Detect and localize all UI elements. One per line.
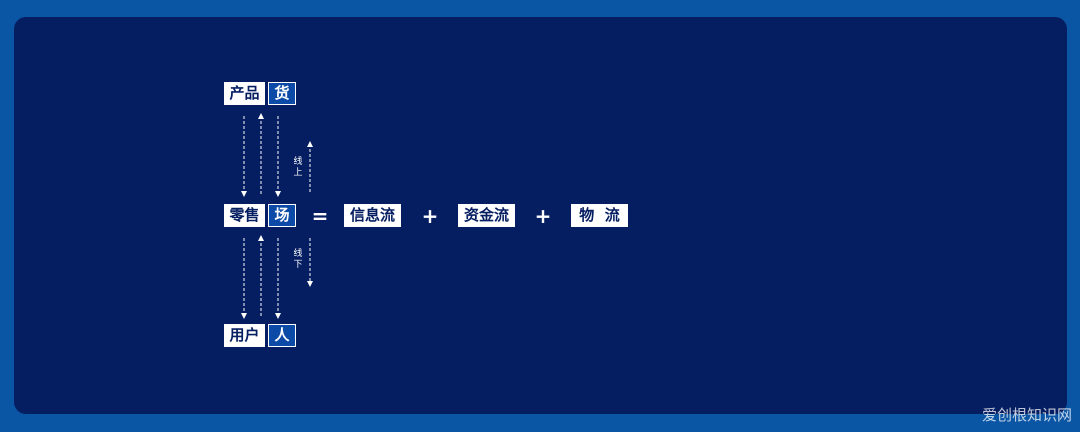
diagram-panel [14,17,1067,414]
plus-sign-1: + [421,204,439,228]
term-logistics: 物 流 [571,204,628,227]
key-goods: 货 [268,82,296,105]
term-capital-flow: 资金流 [458,204,515,227]
equals-sign: = [311,204,329,228]
key-people: 人 [268,324,296,347]
plus-sign-2: + [534,204,552,228]
label-retail: 零售 [224,204,265,227]
label-user: 用户 [224,324,265,347]
watermark: 爱创根知识网 [981,406,1072,424]
label-product: 产品 [224,82,265,105]
online-label: 线上 [293,157,303,178]
term-information-flow: 信息流 [344,204,401,227]
offline-label: 线下 [293,249,303,270]
key-venue: 场 [268,204,296,227]
